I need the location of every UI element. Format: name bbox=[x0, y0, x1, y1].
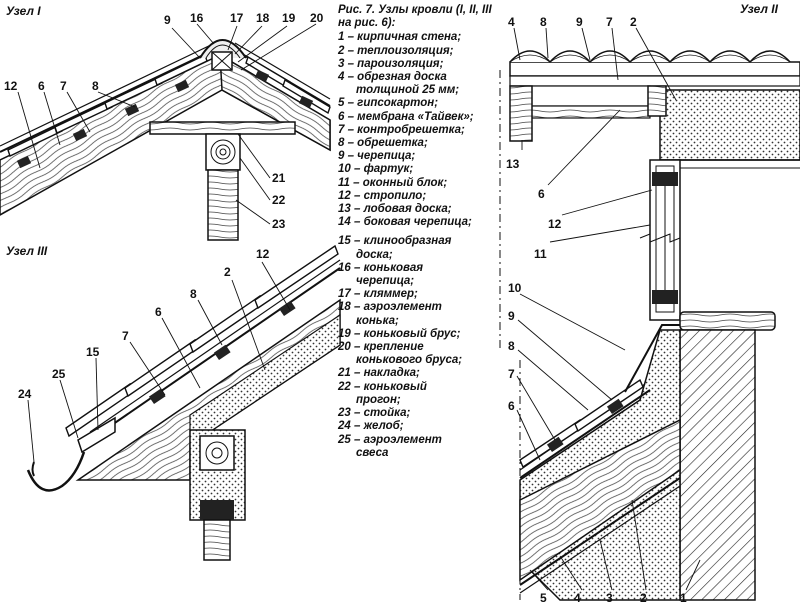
caption-item: толщиной 25 мм; bbox=[356, 84, 460, 97]
n2-label-1: 1 bbox=[680, 591, 687, 605]
n2-label-9-top: 9 bbox=[576, 15, 583, 29]
n2-label-2-low: 2 bbox=[640, 591, 647, 605]
caption-item: конькового бруса; bbox=[356, 354, 463, 367]
n2-label-3: 3 bbox=[606, 591, 613, 605]
node-3-title: Узел III bbox=[6, 244, 48, 258]
caption-item: 16 – коньковая bbox=[338, 261, 424, 274]
n2-label-6-mid: 6 bbox=[538, 187, 545, 201]
n2-label-5: 5 bbox=[540, 591, 547, 605]
caption-item: 19 – коньковый брус; bbox=[338, 327, 461, 340]
caption-item: 11 – оконный блок; bbox=[338, 176, 448, 189]
n3-label-12: 12 bbox=[256, 247, 270, 261]
n3-label-24: 24 bbox=[18, 387, 32, 401]
n1-label-22: 22 bbox=[272, 193, 286, 207]
n2-label-4-top: 4 bbox=[508, 15, 515, 29]
n3-label-6: 6 bbox=[155, 305, 162, 319]
caption-item: свеса bbox=[356, 446, 389, 459]
n3-label-8: 8 bbox=[190, 287, 197, 301]
caption-item: 10 – фартук; bbox=[338, 163, 414, 176]
n1-label-16: 16 bbox=[190, 11, 204, 25]
node-2-title: Узел II bbox=[740, 2, 778, 16]
node-1-drawing bbox=[0, 23, 331, 241]
n1-label-12: 12 bbox=[4, 79, 18, 93]
n2-label-7-low: 7 bbox=[508, 367, 515, 381]
n2-label-7-top: 7 bbox=[606, 15, 613, 29]
n2-label-2-top: 2 bbox=[630, 15, 637, 29]
caption-item: прогон; bbox=[356, 393, 401, 406]
caption-item: 4 – обрезная доска bbox=[338, 71, 447, 84]
n3-label-25: 25 bbox=[52, 367, 66, 381]
n2-label-4-low: 4 bbox=[574, 591, 581, 605]
caption-item: 17 – кляммер; bbox=[338, 288, 418, 301]
n1-label-18: 18 bbox=[256, 11, 270, 25]
n1-label-17: 17 bbox=[230, 11, 244, 25]
n1-label-23: 23 bbox=[272, 217, 286, 231]
caption-item: 21 – накладка; bbox=[338, 367, 420, 380]
node-2-drawing bbox=[499, 27, 800, 601]
n2-label-8-top: 8 bbox=[540, 15, 547, 29]
caption-item: 5 – гипсокартон; bbox=[338, 97, 439, 110]
n2-label-13: 13 bbox=[506, 157, 520, 171]
caption-item: 7 – контробрешетка; bbox=[338, 123, 465, 136]
n2-label-9-low: 9 bbox=[508, 309, 515, 323]
n1-label-19: 19 bbox=[282, 11, 296, 25]
caption-item: 14 – боковая черепица; bbox=[338, 216, 472, 229]
node-1-title: Узел I bbox=[6, 4, 41, 18]
n1-label-8: 8 bbox=[92, 79, 99, 93]
n1-label-6: 6 bbox=[38, 79, 45, 93]
caption-item: 12 – стропило; bbox=[338, 189, 427, 202]
caption-item: конька; bbox=[356, 314, 399, 327]
caption-item: доска; bbox=[356, 248, 393, 261]
caption-item: 13 – лобовая доска; bbox=[338, 203, 452, 216]
n1-label-21: 21 bbox=[272, 171, 286, 185]
n2-label-11: 11 bbox=[534, 247, 547, 261]
figure-caption: Рис. 7. Узлы кровли (I, II, III на рис. … bbox=[338, 4, 508, 460]
node-3-drawing bbox=[26, 244, 341, 561]
caption-item: 1 – кирпичная стена; bbox=[338, 31, 462, 44]
caption-item: 18 – аэроэлемент bbox=[338, 301, 442, 314]
n3-label-7: 7 bbox=[122, 329, 129, 343]
n2-label-10: 10 bbox=[508, 281, 522, 295]
n1-label-9: 9 bbox=[164, 13, 171, 27]
caption-item: 25 – аэроэлемент bbox=[338, 433, 442, 446]
n3-label-15: 15 bbox=[86, 345, 100, 359]
caption-item: 9 – черепица; bbox=[338, 150, 416, 163]
caption-item: 20 – крепление bbox=[338, 341, 424, 354]
n1-label-20: 20 bbox=[310, 11, 324, 25]
n2-label-8-low: 8 bbox=[508, 339, 515, 353]
caption-title: Рис. 7. Узлы кровли (I, II, III на рис. … bbox=[338, 4, 492, 30]
n2-label-6-low: 6 bbox=[508, 399, 515, 413]
caption-item: 8 – обрешетка; bbox=[338, 137, 428, 150]
caption-item: 2 – теплоизоляция; bbox=[338, 44, 454, 57]
caption-item: 6 – мембрана «Тайвек»; bbox=[338, 110, 474, 123]
n3-label-2: 2 bbox=[224, 265, 231, 279]
caption-item: 22 – коньковый bbox=[338, 380, 427, 393]
n2-label-12: 12 bbox=[548, 217, 562, 231]
caption-item: 23 – стойка; bbox=[338, 407, 411, 420]
caption-item: 24 – желоб; bbox=[338, 420, 404, 433]
caption-item: 15 – клинообразная bbox=[338, 235, 452, 248]
caption-item: 3 – пароизоляция; bbox=[338, 57, 444, 70]
caption-item: черепица; bbox=[356, 275, 415, 288]
n1-label-7: 7 bbox=[60, 79, 67, 93]
